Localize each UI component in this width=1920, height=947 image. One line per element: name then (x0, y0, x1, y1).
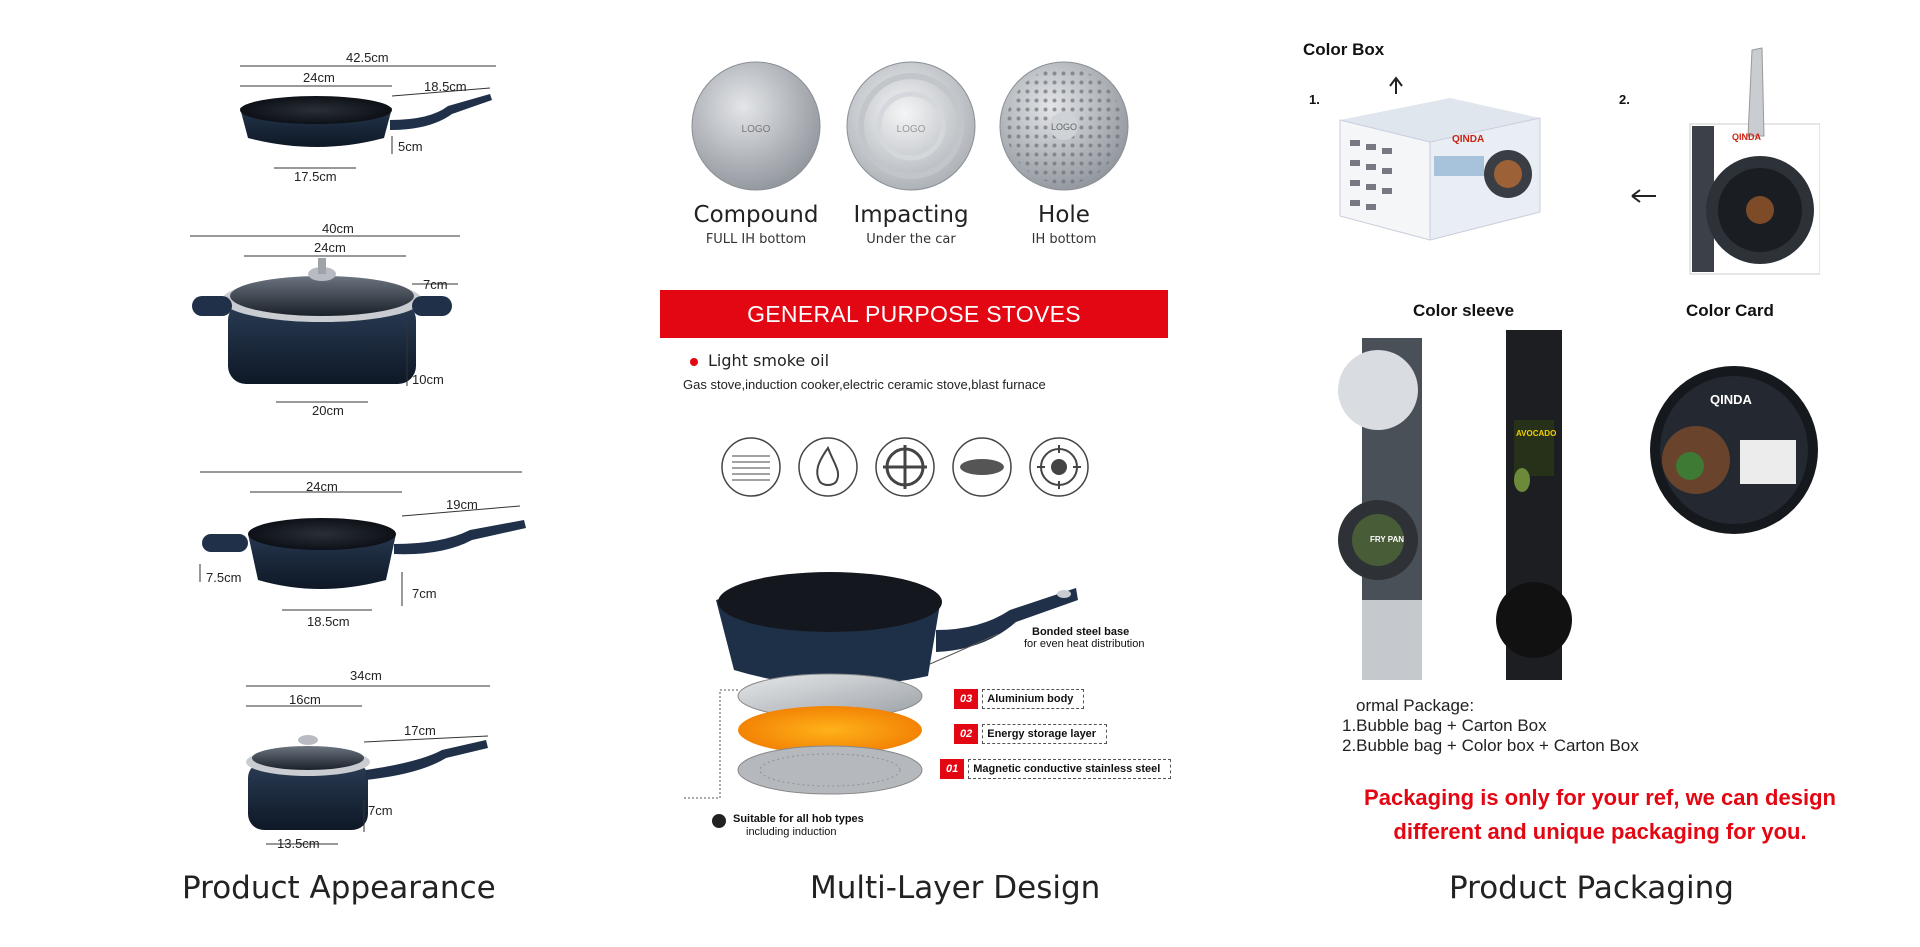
coil-stove-icon (721, 437, 781, 497)
disc-name-compound: Compound (693, 202, 819, 228)
casserole-handle: 7cm (423, 277, 448, 292)
hole-logo: LOGO (1051, 122, 1077, 132)
item-number-2: 2. (1619, 92, 1630, 107)
layer-label: Aluminium body (982, 689, 1085, 709)
fry-pan-diagram (240, 65, 496, 169)
saucepan-diameter: 16cm (289, 692, 321, 707)
wok-diameter: 24cm (306, 479, 338, 494)
package-line-1: 1.Bubble bag + Carton Box (1342, 716, 1547, 735)
cookware-diagrams (190, 65, 526, 845)
saucepan-base: 13.5cm (277, 836, 320, 851)
multilayer-pan-diagram (682, 572, 1078, 799)
compound-logo: LOGO (742, 124, 771, 135)
casserole-base: 20cm (312, 403, 344, 418)
stove-icons (721, 437, 1089, 497)
package-line-2: 2.Bubble bag + Color box + Carton Box (1342, 736, 1639, 755)
impacting-disc-icon: LOGO (846, 61, 976, 191)
disc-name-impacting: Impacting (853, 202, 969, 228)
wok-handle: 19cm (446, 497, 478, 512)
fry-pan-height: 5cm (398, 139, 423, 154)
wok-height: 7cm (412, 586, 437, 601)
arrow-up-icon (1389, 76, 1403, 94)
bonded-steel-title: Bonded steel base (1032, 626, 1130, 638)
color-box-label: Color Box (1303, 40, 1385, 59)
wok-diagram (199, 471, 526, 611)
compound-disc-icon: LOGO (691, 61, 821, 191)
hole-disc-icon: LOGO (999, 61, 1129, 191)
color-sleeve-label: Color sleeve (1413, 301, 1515, 320)
sleeve-fry-pan-text: FRY PAN (1370, 535, 1404, 544)
layer-num: 02 (954, 724, 979, 744)
hob-sub: including induction (746, 826, 837, 838)
stoves-list: Gas stove,induction cooker,electric cera… (683, 377, 1046, 392)
bullet-light-smoke-oil: Light smoke oil (708, 351, 830, 370)
layer-label: Magnetic conductive stainless steel (968, 759, 1172, 779)
disc-sub-compound: FULL IH bottom (705, 232, 807, 247)
color-card-image: QINDA (1650, 366, 1818, 534)
arrow-left-icon (1631, 189, 1656, 203)
saucepan-total-length: 34cm (350, 668, 382, 683)
disc-name-hole: Hole (1038, 202, 1090, 228)
casserole-diameter: 24cm (314, 240, 346, 255)
product-appearance-title: Product Appearance (182, 870, 496, 906)
packaging-note: Packaging is only for your ref, we can d… (1364, 785, 1836, 844)
color-card-label: Color Card (1686, 301, 1774, 320)
bonded-steel-sub: for even heat distribution (1024, 638, 1145, 650)
ceramic-plate-icon (952, 437, 1012, 497)
fry-pan-diameter: 24cm (303, 70, 335, 85)
gas-burner-icon (875, 437, 935, 497)
packaging-title: Product Packaging (1449, 870, 1734, 906)
color-sleeve-image: FRY PAN AVOCADO (1338, 330, 1572, 680)
sleeve-avocado-text: AVOCADO (1516, 429, 1556, 438)
gas-flame-icon (798, 437, 858, 497)
card-brand: QINDA (1710, 392, 1753, 407)
wok-side: 7.5cm (206, 570, 242, 585)
disc-sub-hole: IH bottom (1031, 232, 1097, 247)
saucepan-diagram (246, 685, 490, 845)
induction-icon (1029, 437, 1089, 497)
window-box-image: QINDA (1631, 47, 1820, 275)
bottom-discs: LOGO LOGO LOGO (691, 61, 1129, 191)
wok-base: 18.5cm (307, 614, 350, 629)
impacting-logo: LOGO (897, 124, 926, 135)
casserole-diagram (190, 235, 460, 403)
color-box-image: QINDA (1339, 76, 1541, 241)
fry-pan-total-length: 42.5cm (346, 50, 389, 65)
casserole-total-length: 40cm (322, 221, 354, 236)
hob-icon (712, 814, 726, 828)
package-heading: ormal Package: (1356, 696, 1475, 715)
fry-pan-handle-length: 18.5cm (424, 79, 467, 94)
casserole-height: 10cm (412, 372, 444, 387)
general-purpose-stoves-banner: GENERAL PURPOSE STOVES (660, 290, 1168, 338)
hob-title: Suitable for all hob types (733, 813, 864, 825)
item-number-1: 1. (1309, 92, 1320, 107)
saucepan-handle: 17cm (404, 723, 436, 738)
fry-pan-base: 17.5cm (294, 169, 337, 184)
disc-sub-impacting: Under the car (866, 232, 956, 247)
window-box-brand: QINDA (1732, 132, 1762, 142)
bullet-dot-icon (690, 358, 698, 366)
layer-num: 01 (940, 759, 965, 779)
box-brand: QINDA (1452, 134, 1484, 145)
layer-num: 03 (954, 689, 979, 709)
multilayer-title: Multi-Layer Design (810, 870, 1101, 906)
saucepan-height: 7cm (368, 803, 393, 818)
layer-label: Energy storage layer (982, 724, 1108, 744)
